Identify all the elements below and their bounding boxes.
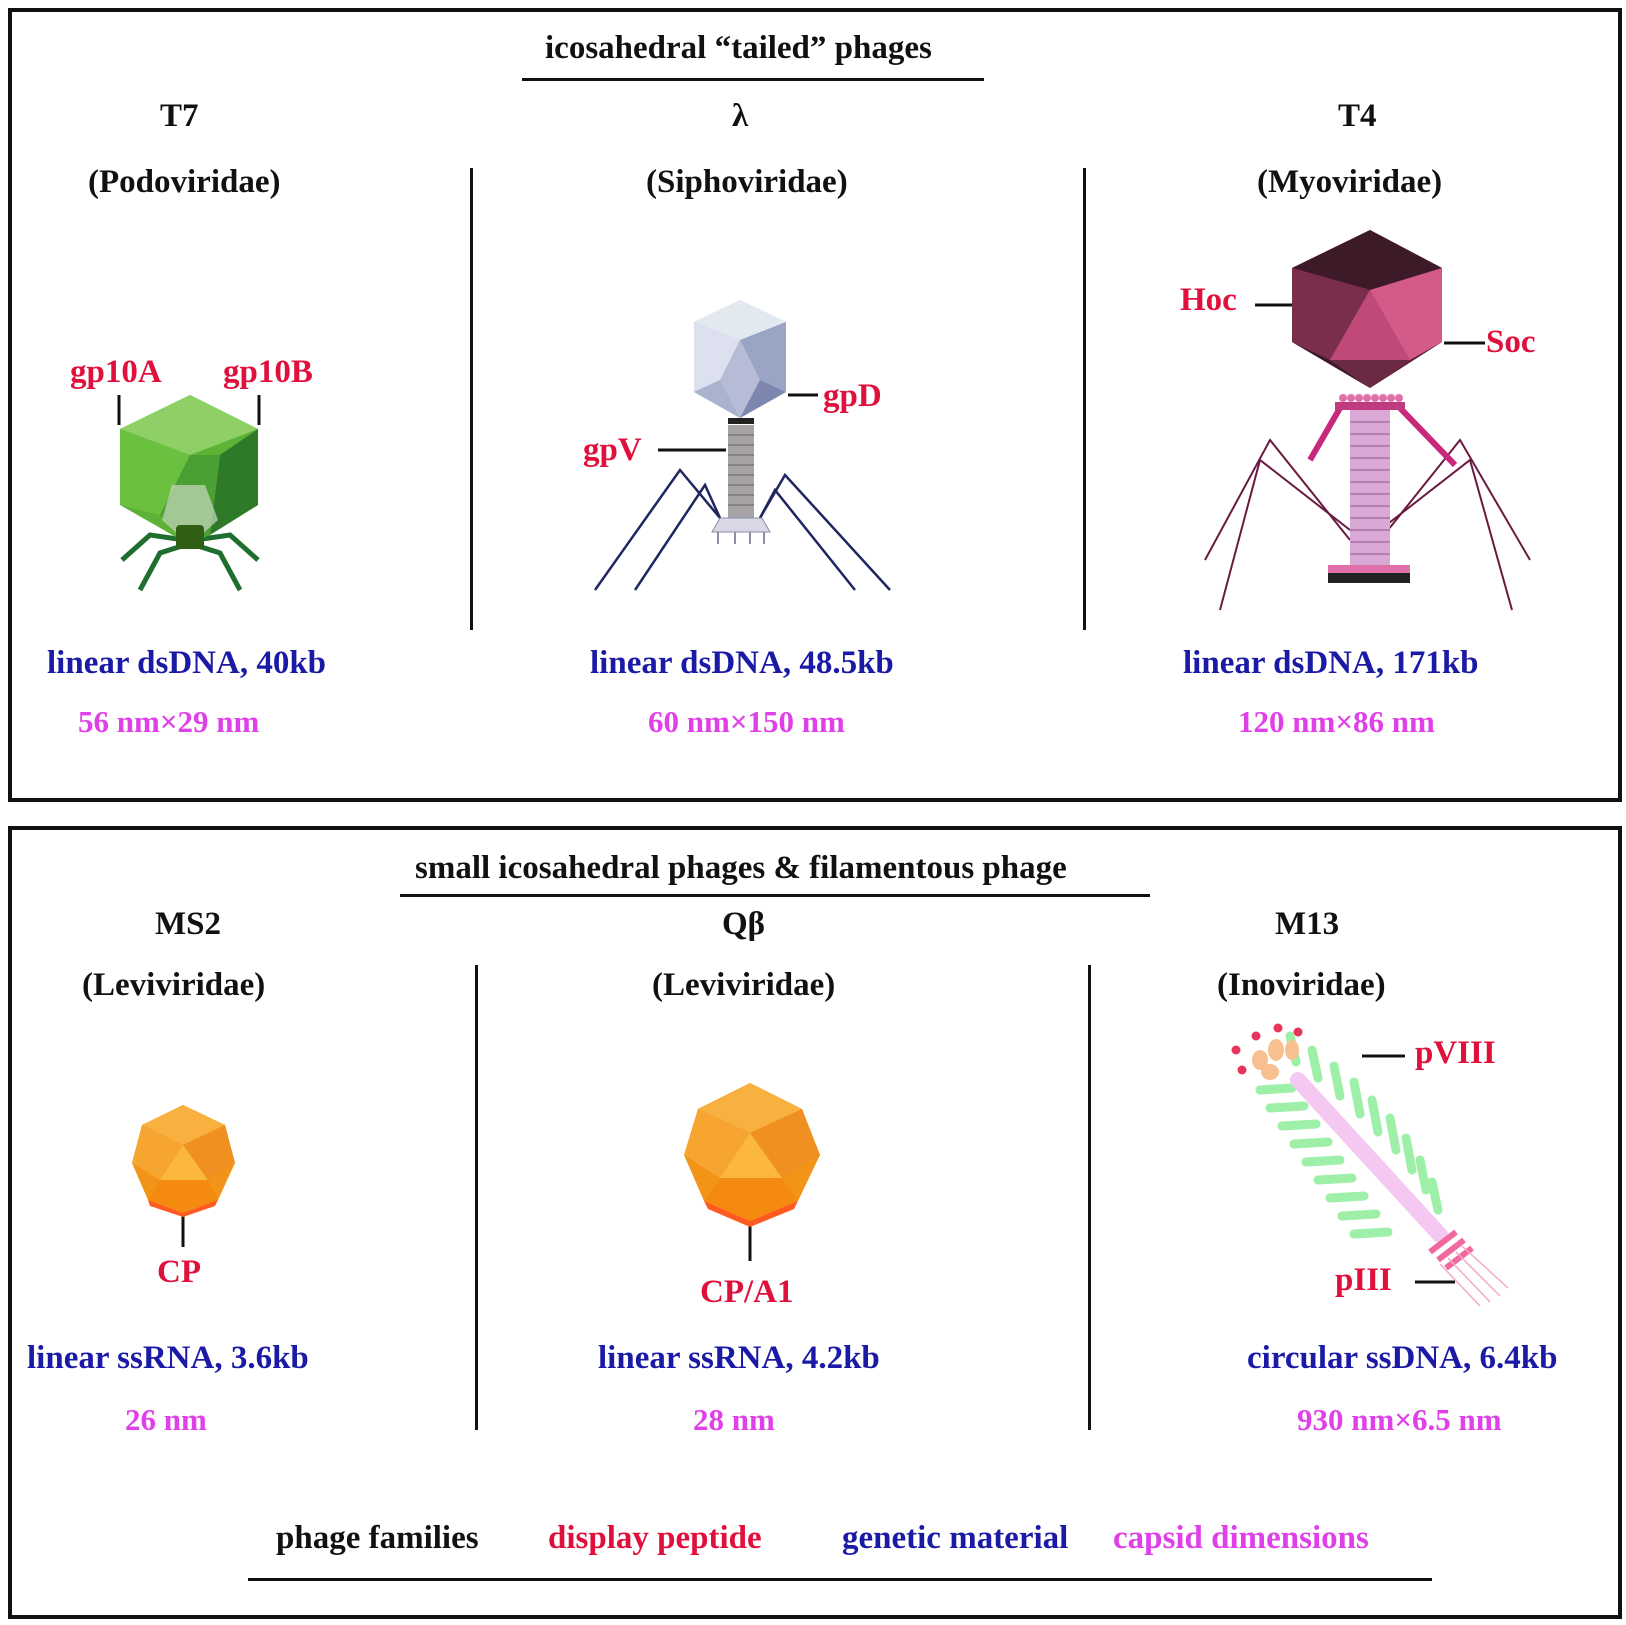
legend-display-peptide: display peptide [548,1520,762,1556]
t7-phage-icon [117,395,261,592]
legend-genetic-material: genetic material [842,1520,1069,1556]
lambda-name: λ [732,98,749,134]
m13-family: (Inoviridae) [1217,967,1386,1003]
t7-genetic-material: linear dsDNA, 40kb [47,645,327,681]
bottom-divider-1 [475,965,478,1430]
t7-label-gp10b: gp10B [223,354,313,390]
m13-name: M13 [1275,906,1340,942]
legend-underline [248,1578,1432,1581]
bottom-title-underline [400,894,1150,897]
m13-phage-icon [1231,1023,1509,1307]
lambda-phage-icon [593,300,891,591]
top-panel-title: icosahedral “tailed” phages [545,30,932,66]
qbeta-genetic-material: linear ssRNA, 4.2kb [598,1340,880,1376]
lambda-capsid-dimensions: 60 nm×150 nm [648,704,845,739]
m13-capsid-dimensions: 930 nm×6.5 nm [1297,1402,1502,1437]
qbeta-name: Qβ [722,906,766,942]
ms2-family: (Leviviridae) [82,967,266,1003]
t4-label-soc: Soc [1486,324,1536,360]
lambda-label-gpv: gpV [583,432,642,468]
ms2-label-cp: CP [157,1254,201,1290]
tailed-phages-panel [8,8,1622,802]
lambda-label-gpd: gpD [823,378,882,414]
t4-capsid-dimensions: 120 nm×86 nm [1238,704,1435,739]
t7-capsid-dimensions: 56 nm×29 nm [78,704,260,739]
bottom-divider-2 [1088,965,1091,1430]
qbeta-label-cp-a1: CP/A1 [700,1274,794,1310]
t4-phage-icon [1204,230,1531,611]
lambda-genetic-material: linear dsDNA, 48.5kb [590,645,894,681]
legend-phage-families: phage families [276,1520,479,1556]
t7-label-gp10a: gp10A [70,354,162,390]
bottom-panel-title: small icosahedral phages & filamentous p… [415,850,1067,886]
legend-capsid-dimensions: capsid dimensions [1113,1520,1369,1556]
ms2-genetic-material: linear ssRNA, 3.6kb [27,1340,309,1376]
ms2-name: MS2 [155,906,221,942]
ms2-capsid-icon [132,1105,235,1247]
t7-family: (Podoviridae) [88,164,281,200]
top-title-underline [522,78,984,81]
m13-label-pviii: pVIII [1415,1035,1496,1071]
t7-name: T7 [160,98,199,134]
qbeta-capsid-icon [684,1083,820,1261]
ms2-capsid-dimensions: 26 nm [125,1402,207,1437]
qbeta-family: (Leviviridae) [652,967,836,1003]
m13-genetic-material: circular ssDNA, 6.4kb [1247,1340,1558,1376]
t4-family: (Myoviridae) [1257,164,1443,200]
qbeta-capsid-dimensions: 28 nm [693,1402,775,1437]
top-divider-2 [1083,168,1086,630]
t4-genetic-material: linear dsDNA, 171kb [1183,645,1479,681]
top-divider-1 [470,168,473,630]
lambda-family: (Siphoviridae) [646,164,848,200]
m13-label-piii: pIII [1335,1262,1392,1298]
t4-label-hoc: Hoc [1180,282,1237,318]
small-phages-panel [8,826,1622,1619]
t4-name: T4 [1338,98,1377,134]
